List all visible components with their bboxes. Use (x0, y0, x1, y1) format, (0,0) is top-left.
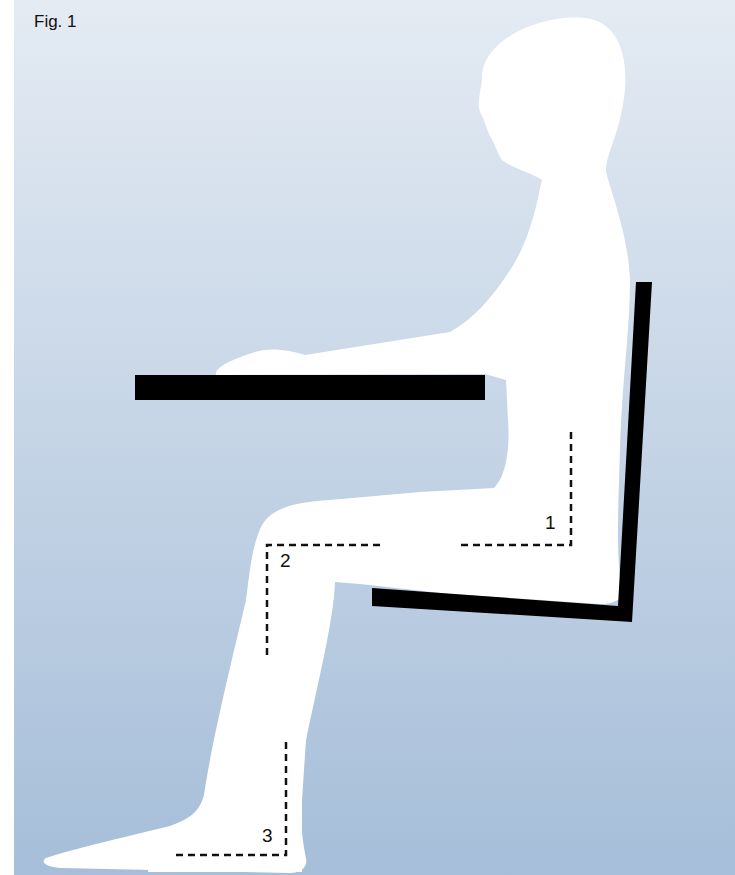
ankle-angle-guide (172, 742, 286, 855)
callout-number: 2 (280, 551, 291, 570)
chair (372, 282, 652, 622)
hip-angle-guide (458, 432, 571, 545)
table-top (135, 375, 485, 400)
background-panel (14, 0, 735, 875)
callout-number: 1 (545, 513, 556, 532)
angle-guides (172, 432, 571, 855)
knee-angle-guide (267, 545, 380, 655)
figure-label: Fig. 1 (34, 13, 77, 30)
person-silhouette (44, 18, 630, 873)
callout-number: 3 (262, 826, 273, 845)
